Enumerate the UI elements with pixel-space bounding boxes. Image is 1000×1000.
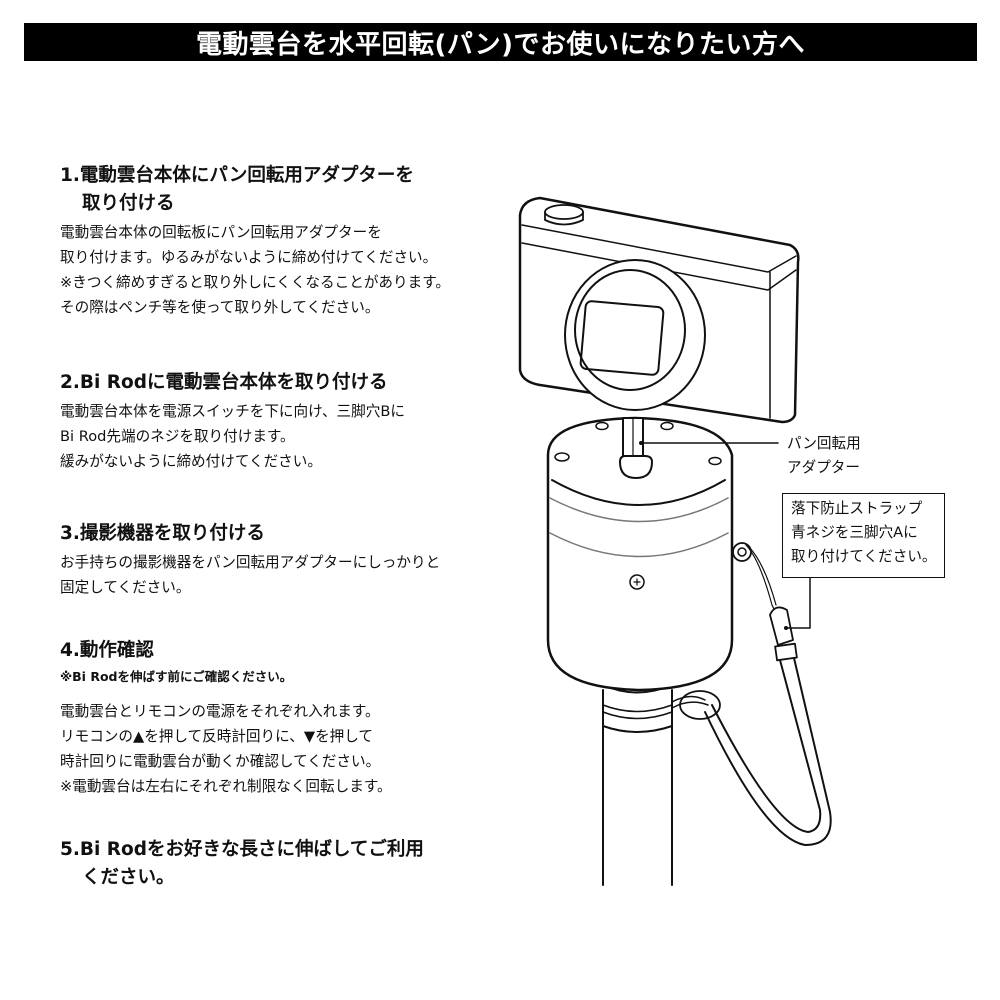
body-line: 電動雲台本体を電源スイッチを下に向け、三脚穴Bに xyxy=(60,403,405,420)
step-title: 2.Bi Rodに電動雲台本体を取り付ける xyxy=(60,369,500,397)
body-line: リモコンの▲を押して反時計回りに、▼を押して xyxy=(60,728,374,745)
strap-callout-box: 落下防止ストラップ 青ネジを三脚穴Aに 取り付けてください。 xyxy=(782,493,945,578)
pan-adapter-icon xyxy=(619,417,653,479)
step-title: 1.電動雲台本体にパン回転用アダプターを 取り付ける xyxy=(60,162,500,218)
step-4: 4.動作確認 ※Bi Rodを伸ばす前にご確認ください。 電動雲台とリモコンの電… xyxy=(60,637,500,799)
step-title: 5.Bi Rodをお好きな長さに伸ばしてご利用 ください。 xyxy=(60,836,500,892)
safety-strap-icon xyxy=(671,542,832,846)
step-title-line: 5.Bi Rodをお好きな長さに伸ばしてご利用 xyxy=(60,839,424,860)
step-body: 電動雲台とリモコンの電源をそれぞれ入れます。 リモコンの▲を押して反時計回りに、… xyxy=(60,699,500,799)
step-title-line: 4.動作確認 xyxy=(60,640,154,661)
body-line: 電動雲台本体の回転板にパン回転用アダプターを xyxy=(60,224,382,241)
step-title-line: 1.電動雲台本体にパン回転用アダプターを xyxy=(60,165,414,186)
body-line: ※きつく締めすぎると取り外しにくくなることがあります。 xyxy=(60,274,450,291)
body-line: お手持ちの撮影機器をパン回転用アダプターにしっかりと xyxy=(60,554,441,571)
step-3: 3.撮影機器を取り付ける お手持ちの撮影機器をパン回転用アダプターにしっかりと … xyxy=(60,520,500,600)
banner-title: 電動雲台を水平回転(パン)でお使いになりたい方へ xyxy=(195,29,806,60)
step-title: 3.撮影機器を取り付ける xyxy=(60,520,500,548)
body-line: 時計回りに電動雲台が動くか確認してください。 xyxy=(60,753,381,770)
gimbal-camera-illustration xyxy=(518,196,832,886)
step-title-line: 2.Bi Rodに電動雲台本体を取り付ける xyxy=(60,372,388,393)
adapter-callout: パン回転用 アダプター xyxy=(787,432,861,480)
callout-line: 取り付けてください。 xyxy=(791,548,937,565)
gimbal-body-icon xyxy=(546,416,734,692)
leader-lines xyxy=(640,442,811,630)
callout-line: 落下防止ストラップ xyxy=(791,500,923,517)
step-title: 4.動作確認 xyxy=(60,637,500,665)
body-line: その際はペンチ等を使って取り外してください。 xyxy=(60,299,380,316)
step-body: お手持ちの撮影機器をパン回転用アダプターにしっかりと 固定してください。 xyxy=(60,550,500,600)
callout-line: 青ネジを三脚穴Aに xyxy=(791,524,918,541)
callout-line: アダプター xyxy=(787,459,860,476)
step-body: 電動雲台本体の回転板にパン回転用アダプターを 取り付けます。ゆるみがないように締… xyxy=(60,220,500,320)
body-line: 電動雲台とリモコンの電源をそれぞれ入れます。 xyxy=(60,703,380,720)
body-line: 取り付けます。ゆるみがないように締め付けてください。 xyxy=(60,249,438,266)
rod-icon xyxy=(602,684,673,886)
body-line: 緩みがないように締め付けてください。 xyxy=(60,453,322,470)
body-line: ※電動雲台は左右にそれぞれ制限なく回転します。 xyxy=(60,778,392,795)
page-banner: 電動雲台を水平回転(パン)でお使いになりたい方へ xyxy=(24,23,977,61)
body-line: Bi Rod先端のネジを取り付けます。 xyxy=(60,428,295,445)
step-title-line: 3.撮影機器を取り付ける xyxy=(60,523,265,544)
step-1: 1.電動雲台本体にパン回転用アダプターを 取り付ける 電動雲台本体の回転板にパン… xyxy=(60,162,500,320)
step-title-line: 取り付ける xyxy=(82,193,175,214)
step-note: ※Bi Rodを伸ばす前にご確認ください。 xyxy=(60,669,293,684)
step-title-line: ください。 xyxy=(82,867,175,888)
camera-icon xyxy=(518,196,800,424)
step-body: 電動雲台本体を電源スイッチを下に向け、三脚穴Bに Bi Rod先端のネジを取り付… xyxy=(60,399,500,474)
body-line: 固定してください。 xyxy=(60,579,191,596)
step-5: 5.Bi Rodをお好きな長さに伸ばしてご利用 ください。 xyxy=(60,836,500,892)
callout-line: パン回転用 xyxy=(787,435,861,452)
step-2: 2.Bi Rodに電動雲台本体を取り付ける 電動雲台本体を電源スイッチを下に向け… xyxy=(60,369,500,474)
